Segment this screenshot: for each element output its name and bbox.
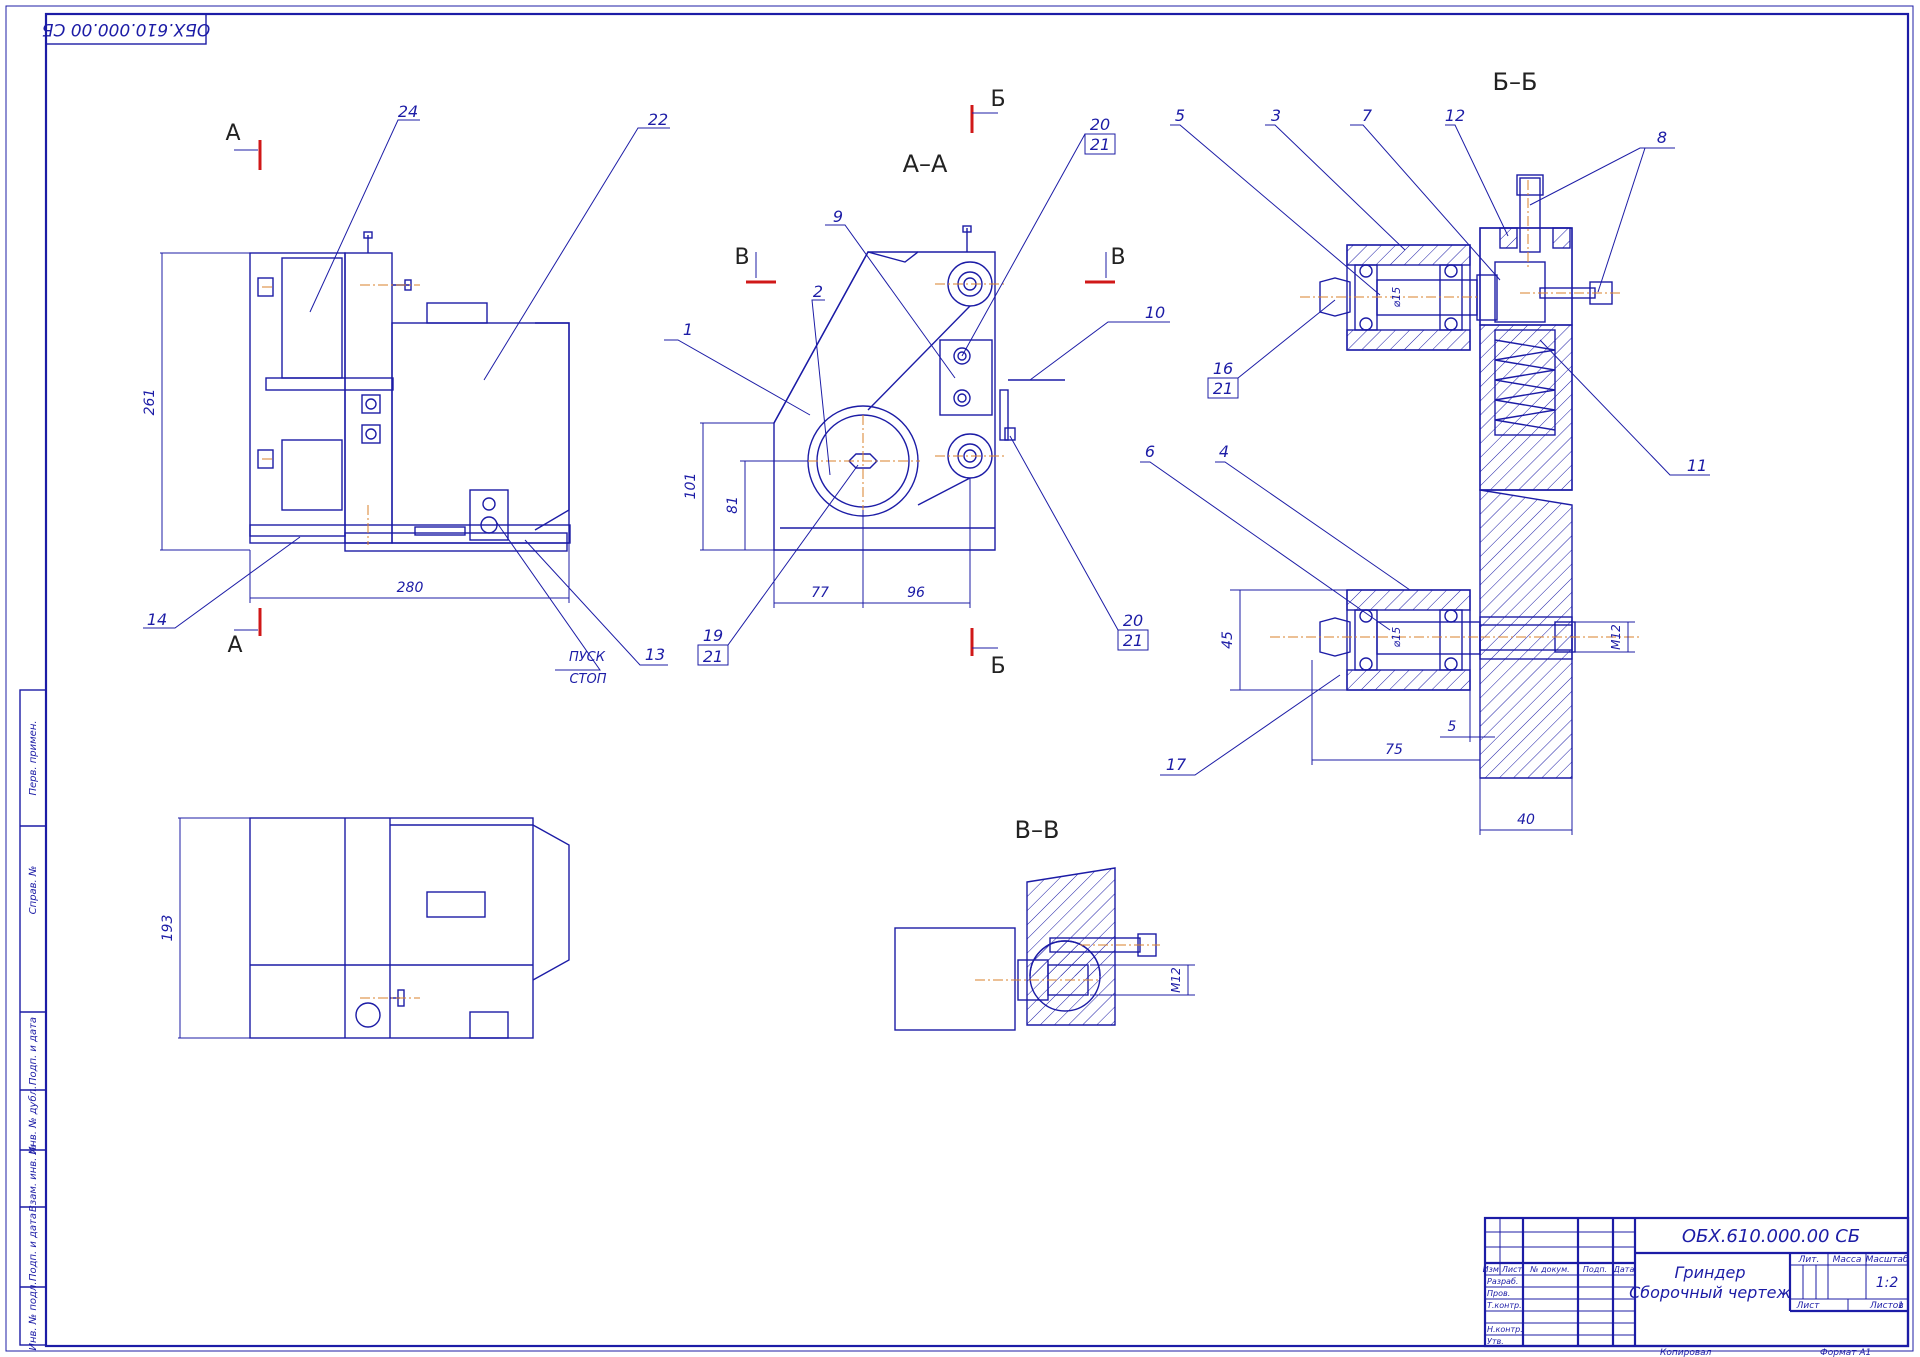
dim-280: 280 — [397, 580, 424, 596]
tb-name2: Сборочный чертеж — [1629, 1283, 1791, 1302]
part-11: 11 — [1687, 456, 1707, 475]
tb-lit: Лит. — [1798, 1255, 1820, 1265]
label-start: ПУСК — [569, 650, 606, 665]
part-16-top: 16 — [1213, 359, 1233, 378]
side-sprav: Справ. № — [28, 866, 39, 915]
tb-podp: Подп. — [1583, 1265, 1607, 1274]
part-1: 1 — [683, 320, 693, 339]
title-vv: В–В — [1015, 816, 1060, 844]
side-podp2: Подп. и дата — [28, 1213, 39, 1281]
part-5: 5 — [1175, 106, 1185, 125]
dim-193: 193 — [160, 915, 176, 942]
section-b-top: Б — [990, 87, 1005, 112]
section-b-bottom: Б — [990, 654, 1005, 679]
title-aa: А–А — [903, 150, 948, 178]
part-14: 14 — [147, 610, 167, 629]
tb-name1: Гриндер — [1675, 1263, 1746, 1282]
tb-doc: № докум. — [1529, 1265, 1569, 1274]
tb-razrab: Разраб. — [1487, 1277, 1518, 1286]
part-20a-top: 20 — [1090, 115, 1110, 134]
top-view: 193 — [160, 817, 570, 1039]
front-view: 261 280 А А 24 22 14 13 ПУСК СТОП — [142, 102, 670, 687]
part-2: 2 — [813, 282, 823, 301]
part-13: 13 — [645, 645, 665, 664]
tb-scale-label: Масштаб — [1866, 1255, 1909, 1265]
section-v-left: В — [734, 245, 749, 270]
section-v-right: В — [1110, 245, 1125, 270]
rotated-stamp: ОБХ.610.000.00 СБ — [42, 13, 210, 45]
part-8: 8 — [1657, 128, 1667, 147]
side-dubl: Инв. № дубл. — [27, 1086, 39, 1154]
phi15-upper: ⌀15 — [1390, 287, 1403, 308]
tb-list-col: Лист — [1501, 1265, 1523, 1274]
m12-bb: М12 — [1609, 624, 1623, 650]
dim-101: 101 — [683, 473, 699, 500]
section-a-top: А — [225, 121, 240, 146]
section-a-bottom: А — [227, 633, 242, 658]
part-24: 24 — [398, 102, 418, 121]
dim-77: 77 — [811, 585, 829, 601]
dim-5: 5 — [1448, 719, 1457, 735]
tb-prov: Пров. — [1487, 1289, 1510, 1298]
inner-frame — [44, 12, 1910, 1348]
outer-frame — [5, 5, 1914, 1352]
dim-45: 45 — [1220, 631, 1236, 649]
phi15-lower: ⌀15 — [1390, 627, 1403, 648]
part-17: 17 — [1166, 755, 1187, 774]
side-podl: Инв. № подл. — [28, 1282, 39, 1351]
side-perv: Перв. примен. — [28, 720, 39, 795]
title-bb: Б–Б — [1493, 68, 1538, 96]
tb-data: Дата — [1613, 1265, 1635, 1274]
dim-75: 75 — [1385, 742, 1403, 758]
section-bb-view: Б–Б ⌀15 — [1140, 68, 1710, 835]
tb-utv: Утв. — [1487, 1337, 1504, 1346]
part-19-top: 19 — [703, 626, 723, 645]
dim-40: 40 — [1517, 812, 1535, 828]
part-12: 12 — [1445, 106, 1465, 125]
part-22: 22 — [648, 110, 668, 129]
tb-copied: Копировал — [1660, 1348, 1712, 1357]
part-7: 7 — [1362, 106, 1373, 125]
part-6: 6 — [1145, 442, 1155, 461]
tb-izm: Изм. — [1483, 1265, 1502, 1274]
tb-scale: 1:2 — [1876, 1275, 1899, 1291]
dim-81: 81 — [725, 496, 741, 514]
tb-sheet: Лист — [1796, 1301, 1821, 1311]
section-vv-view: В–В М12 — [894, 816, 1195, 1031]
dim-96: 96 — [907, 585, 925, 601]
dim-261: 261 — [142, 389, 158, 416]
part-20b-top: 20 — [1123, 611, 1143, 630]
section-aa-view: А–А 101 81 — [664, 87, 1170, 679]
side-vzam: Взам. инв. № — [28, 1144, 39, 1212]
tb-nkontr: Н.контр. — [1487, 1325, 1523, 1334]
rotated-stamp-text: ОБХ.610.000.00 СБ — [42, 19, 210, 39]
side-strip: Перв. примен. Справ. № Подп. и дата Инв.… — [19, 689, 47, 1351]
tb-tkontr: Т.контр. — [1487, 1301, 1522, 1310]
tb-sheets-val: 1 — [1898, 1301, 1904, 1311]
part-4: 4 — [1219, 442, 1229, 461]
part-16-bottom: 21 — [1213, 379, 1233, 398]
label-stop: СТОП — [569, 672, 606, 687]
part-20a-bottom: 21 — [1090, 135, 1110, 154]
part-9: 9 — [833, 207, 843, 226]
part-10: 10 — [1145, 303, 1165, 322]
part-3: 3 — [1271, 106, 1281, 125]
side-podp1: Подп. и дата — [28, 1017, 39, 1085]
part-19-bottom: 21 — [703, 647, 723, 666]
m12-vv: М12 — [1169, 967, 1183, 993]
tb-code: ОБХ.610.000.00 СБ — [1682, 1226, 1860, 1247]
tb-mass: Масса — [1833, 1255, 1862, 1265]
part-20b-bottom: 21 — [1123, 631, 1143, 650]
title-block: Изм. Лист № докум. Подп. Дата Разраб. Пр… — [1483, 1216, 1910, 1357]
tb-format: Формат А1 — [1820, 1348, 1871, 1357]
tb-sheets: Листов — [1869, 1301, 1904, 1311]
